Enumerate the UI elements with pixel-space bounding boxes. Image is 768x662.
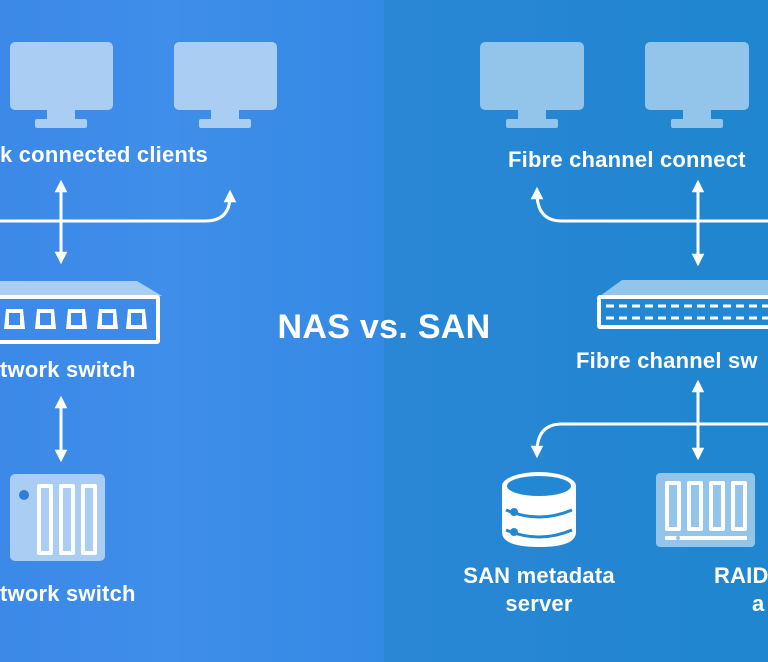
monitor-icon xyxy=(10,42,113,128)
page-title: NAS vs. SAN xyxy=(277,308,491,346)
san-switch-label: Fibre channel sw xyxy=(576,348,758,373)
raid-array-icon xyxy=(656,473,755,547)
nas-storage-icon xyxy=(10,474,105,561)
fibre-switch-icon xyxy=(597,280,768,329)
san-raid-label: RAID xyxy=(714,563,768,588)
monitor-icon xyxy=(174,42,277,128)
network-switch-icon xyxy=(0,281,162,344)
database-server-icon xyxy=(502,472,576,547)
nas-clients-label: k connected clients xyxy=(0,142,208,167)
arrow-icon xyxy=(530,179,768,267)
san-raid-label-line2: a xyxy=(752,591,765,616)
arrow-icon xyxy=(0,179,237,265)
san-metadata-label: SAN metadata xyxy=(463,563,615,588)
monitor-icon xyxy=(480,42,584,128)
san-metadata-label-line2: server xyxy=(505,591,573,616)
nas-storage-label: twork switch xyxy=(0,581,136,606)
nas-switch-label: twork switch xyxy=(0,357,136,382)
arrow-icon xyxy=(530,379,768,461)
san-clients-label: Fibre channel connect xyxy=(508,147,746,172)
monitor-icon xyxy=(645,42,749,128)
